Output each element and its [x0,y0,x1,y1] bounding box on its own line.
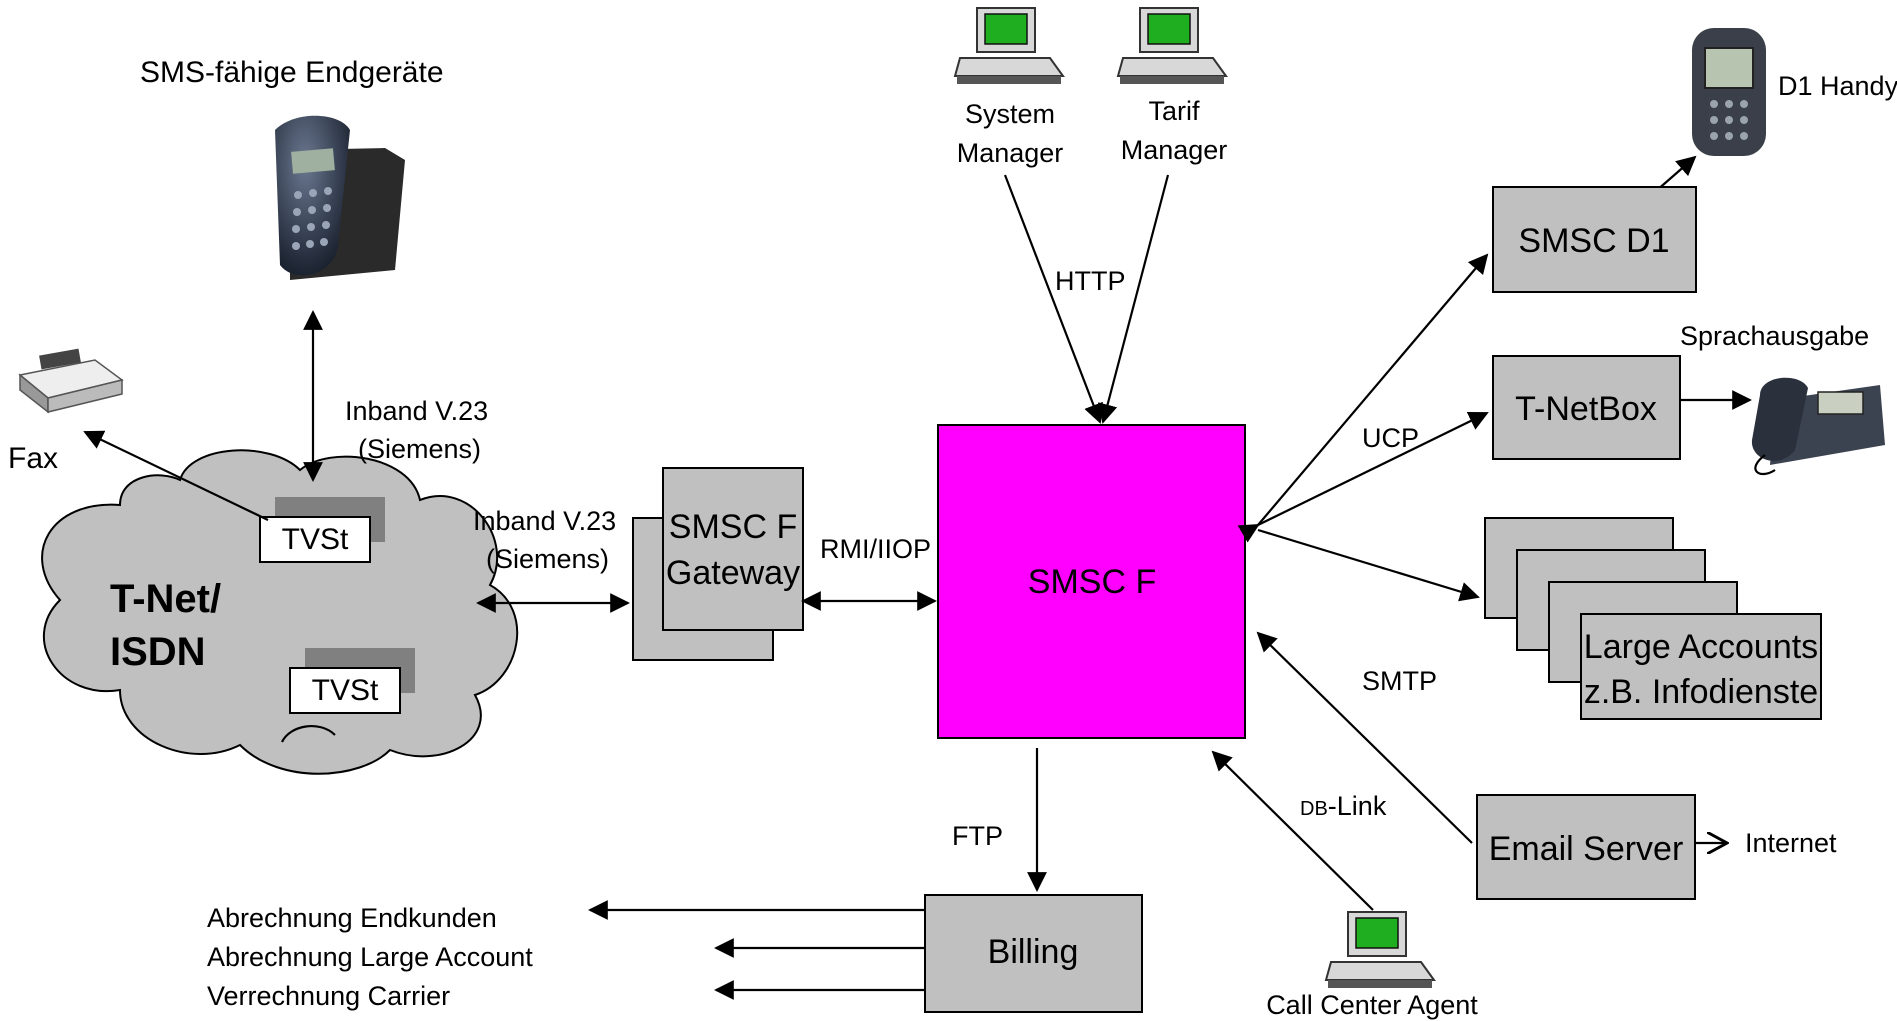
desk-phone-icon [1751,377,1885,476]
billing-out-label-1: Abrechnung Endkunden [207,903,497,933]
smscf-largeaccounts-arrow [1257,528,1480,602]
inband-top-label-2: (Siemens) [358,434,481,464]
computer-icon [953,7,1065,84]
smtp-label: SMTP [1362,666,1437,696]
ftp-label: FTP [952,821,1003,851]
large-accounts-label-1: Large Accounts [1584,628,1818,666]
tarif-manager-label-2: Manager [1121,135,1228,165]
tvst-box-bottom: TVSt [289,648,415,714]
large-accounts-label-2: z.B. Infodienste [1584,673,1818,711]
ucp-label: UCP [1362,423,1419,453]
call-center-label: Call Center Agent [1266,990,1478,1020]
gateway-label-2: Gateway [666,554,800,592]
fax-label: Fax [8,442,58,475]
billing-node: Billing [924,894,1143,1013]
sprachausgabe-label: Sprachausgabe [1680,321,1869,351]
mobile-phone-icon [1692,28,1766,156]
smsc-f-node: SMSC F [937,424,1246,739]
db-link-arrow [1211,750,1374,911]
sms-phone-icon [275,115,405,280]
billing-out-label-3: Verrechnung Carrier [207,981,450,1011]
cloud-label-tnet: T-Net/ [110,577,221,621]
internet-label: Internet [1745,828,1837,858]
smsc-f-gateway: SMSC F Gateway [632,467,804,661]
http-label: HTTP [1055,266,1126,296]
smtp-arrow [1256,631,1473,844]
inband-mid-label-2: (Siemens) [486,544,609,574]
system-manager-label-1: System [965,99,1055,129]
smscf-d1-arrow [1257,253,1489,526]
smsc-d1-node: SMSC D1 [1492,186,1697,293]
smscf-tnetbox-arrow [1257,411,1489,526]
email-server-node: Email Server [1476,794,1696,900]
gateway-label-1: SMSC F [669,508,797,546]
smsc-d1-label: SMSC D1 [1518,222,1669,260]
tnetbox-node: T-NetBox [1492,355,1681,460]
cloud-label-isdn: ISDN [110,630,206,674]
computer-icon [1324,911,1436,988]
d1-handy-label: D1 Handy [1778,71,1897,101]
large-accounts-stack: Large Accounts z.B. Infodienste [1484,517,1822,720]
computer-icon [1116,7,1228,84]
sms-endgeraete-label: SMS-fähige Endgeräte [140,56,444,89]
rmi-label: RMI/IIOP [820,534,931,564]
billing-out-label-2: Abrechnung Large Account [207,942,533,972]
system-manager-arrow [1003,174,1103,424]
smsc-f-label: SMSC F [1028,563,1156,601]
tvst-label-top: TVSt [282,523,349,556]
inband-mid-label-1: Inband V.23 [473,506,616,536]
tvst-to-fax-arrow [83,430,269,521]
smscf-inbound-head [1237,524,1260,543]
tvst-box-top: TVSt [259,497,385,563]
db-link-label: DB-Link [1300,791,1387,821]
system-manager-label-2: Manager [957,138,1064,168]
tvst-label-bottom: TVSt [312,674,379,707]
tarif-manager-arrow [1097,174,1170,424]
billing-label: Billing [988,933,1079,971]
inband-top-label-1: Inband V.23 [345,396,488,426]
tarif-manager-label-1: Tarif [1148,96,1200,126]
email-server-label: Email Server [1489,830,1684,868]
tnetbox-label: T-NetBox [1515,390,1657,428]
fax-icon [18,348,124,414]
